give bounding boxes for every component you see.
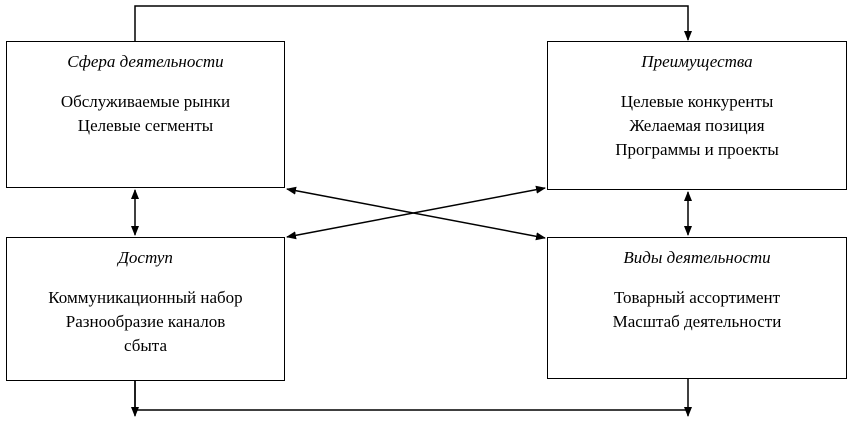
access-lines: Коммуникационный набор Разнообразие кана…	[7, 286, 284, 358]
scope-box: Сфера деятельности Обслуживаемые рынки Ц…	[6, 41, 285, 188]
access-title: Доступ	[118, 248, 173, 267]
advantages-line: Программы и проекты	[615, 140, 779, 159]
activity-types-line: Масштаб деятельности	[612, 312, 782, 331]
activity-types-title: Виды деятельности	[623, 248, 771, 267]
advantages-box: Преимущества Целевые конкуренты Желаемая…	[547, 41, 847, 190]
diagonal-access-advantages-arrow	[286, 185, 546, 240]
top-loop-connector	[134, 5, 692, 41]
scope-line: Целевые сегменты	[77, 116, 214, 135]
scope-line: Обслуживаемые рынки	[60, 92, 231, 111]
scope-lines: Обслуживаемые рынки Целевые сегменты	[7, 90, 284, 138]
scope-title: Сфера деятельности	[67, 52, 224, 71]
access-line: Разнообразие каналов	[65, 312, 226, 331]
advantages-lines: Целевые конкуренты Желаемая позиция Прог…	[548, 90, 846, 162]
diagonal-scope-types-arrow	[286, 186, 546, 241]
activity-types-line: Товарный ассортимент	[613, 288, 781, 307]
activity-types-box: Виды деятельности Товарный ассортимент М…	[547, 237, 847, 379]
access-box: Доступ Коммуникационный набор Разнообраз…	[6, 237, 285, 381]
access-line: сбыта	[123, 336, 167, 355]
advantages-line: Целевые конкуренты	[620, 92, 774, 111]
access-line: Коммуникационный набор	[48, 288, 243, 307]
activity-types-lines: Товарный ассортимент Масштаб деятельност…	[548, 286, 846, 334]
advantages-line: Желаемая позиция	[629, 116, 765, 135]
advantages-title: Преимущества	[641, 52, 753, 71]
